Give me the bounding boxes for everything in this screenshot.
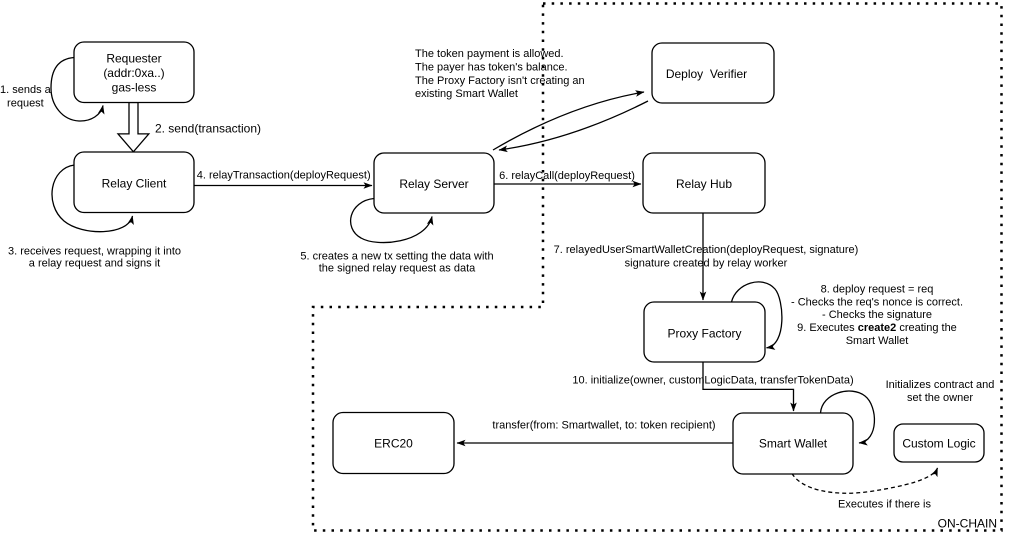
svg-text:Deploy Verifier: Deploy Verifier xyxy=(666,67,747,81)
svg-text:9. Executes create2 creating t: 9. Executes create2 creating the xyxy=(797,322,957,334)
svg-text:ON-CHAIN: ON-CHAIN xyxy=(938,516,997,530)
svg-text:1. sends a: 1. sends a xyxy=(0,84,52,96)
svg-text:The payer has token's balance.: The payer has token's balance. xyxy=(415,61,568,73)
svg-text:request: request xyxy=(7,98,44,110)
svg-text:signature created by relay wor: signature created by relay worker xyxy=(625,257,788,269)
svg-text:7. relayedUserSmartWalletCreat: 7. relayedUserSmartWalletCreation(deploy… xyxy=(554,244,859,256)
svg-text:4. relayTransaction(deployRequ: 4. relayTransaction(deployRequest) xyxy=(197,170,371,182)
svg-text:6. relayCall(deployRequest): 6. relayCall(deployRequest) xyxy=(499,170,635,182)
svg-text:Smart Wallet: Smart Wallet xyxy=(846,335,909,347)
svg-text:a relay request and signs it: a relay request and signs it xyxy=(29,257,160,269)
svg-text:gas-less: gas-less xyxy=(112,80,157,94)
svg-text:Requester: Requester xyxy=(106,52,161,66)
svg-text:Custom Logic: Custom Logic xyxy=(902,437,975,451)
svg-text:Smart Wallet: Smart Wallet xyxy=(759,437,828,451)
svg-text:Proxy Factory: Proxy Factory xyxy=(667,327,741,341)
svg-text:existing Smart Wallet: existing Smart Wallet xyxy=(415,88,518,100)
svg-text:- Checks the signature: - Checks the signature xyxy=(822,309,932,321)
svg-text:ERC20: ERC20 xyxy=(374,436,413,450)
svg-text:Relay Client: Relay Client xyxy=(102,177,167,191)
svg-text:(addr:0xa..): (addr:0xa..) xyxy=(103,66,164,80)
svg-text:5. creates a new tx setting th: 5. creates a new tx setting the data wit… xyxy=(300,251,493,263)
svg-text:The token payment is allowed.: The token payment is allowed. xyxy=(415,48,564,60)
svg-text:3. receives request, wrapping: 3. receives request, wrapping it into xyxy=(8,245,181,257)
svg-text:Relay Server: Relay Server xyxy=(399,177,468,191)
svg-text:the signed relay request as da: the signed relay request as data xyxy=(319,263,476,275)
svg-text:2. send(transaction): 2. send(transaction) xyxy=(155,121,261,135)
svg-text:The Proxy Factory isn't creati: The Proxy Factory isn't creating an xyxy=(415,75,585,87)
svg-text:set the owner: set the owner xyxy=(907,392,973,404)
svg-text:8. deploy request = req: 8. deploy request = req xyxy=(821,283,934,295)
svg-text:Relay Hub: Relay Hub xyxy=(676,177,732,191)
svg-text:Initializes contract and: Initializes contract and xyxy=(886,379,995,391)
svg-text:10. initialize(owner, customLo: 10. initialize(owner, customLogicData, t… xyxy=(572,375,853,387)
svg-text:Executes if there is: Executes if there is xyxy=(838,498,931,510)
svg-text:- Checks the req's nonce is co: - Checks the req's nonce is correct. xyxy=(791,296,963,308)
svg-text:transfer(from: Smartwallet, to: transfer(from: Smartwallet, to: token re… xyxy=(492,419,715,431)
